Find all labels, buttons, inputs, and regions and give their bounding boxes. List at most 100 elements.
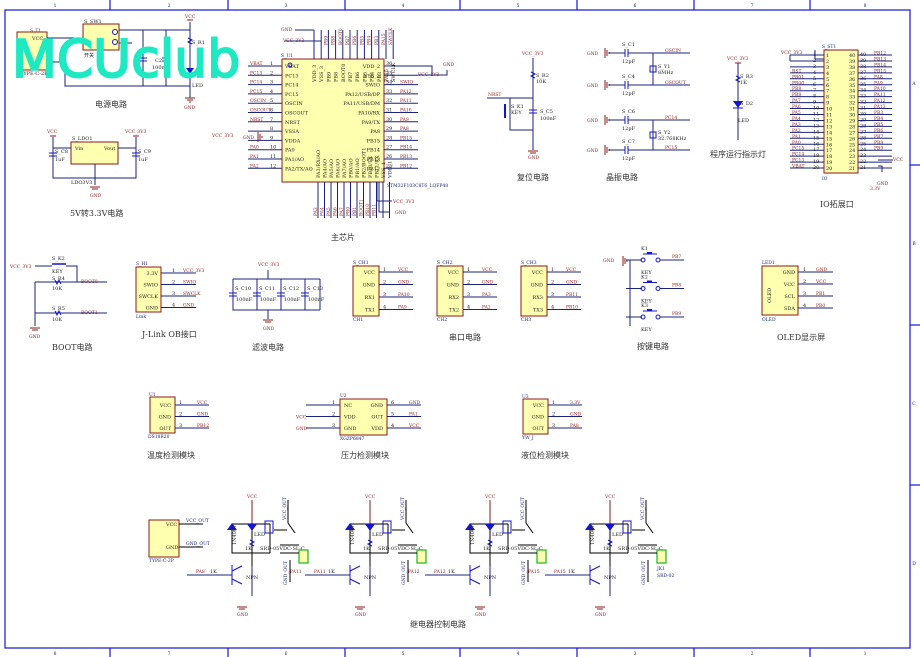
io-header-ref: S_ST1 [822, 44, 836, 50]
mcu-pin-number: 36 [386, 61, 392, 67]
power-switch-ref: S_SW1 [84, 19, 102, 25]
mcu-pin-net: PB4 [367, 36, 373, 45]
key-ref: K3 [641, 303, 648, 309]
io-pin-inner-number: 27 [849, 130, 855, 136]
zone-label-bottom: 7 [168, 651, 171, 657]
io-pin-number: 10 [813, 106, 819, 112]
reset-circuit: VCC_3V3 S_R2 10K NRST S_K1 KEY S_C5 100n… [487, 51, 557, 182]
power-switch-label: 开关 [84, 52, 94, 59]
npn-transistor-icon [589, 565, 601, 585]
mcu-bottom-gnd-net: GND [395, 210, 407, 216]
key-contact-icon [655, 286, 661, 291]
key-contact-icon [640, 314, 646, 320]
mcu-pin-net: SWCLK [388, 27, 394, 45]
mcu-pin-number: 29 [386, 126, 392, 132]
uart-pin-name: TX1 [365, 308, 375, 314]
zone-label-right: D [912, 561, 916, 567]
oled-ref: LED1 [762, 260, 775, 266]
io-pin-inner-number: 25 [849, 142, 855, 148]
filter-caption: 滤波电路 [252, 342, 284, 352]
mcu-pin-net: PA6 [333, 207, 339, 216]
npn-transistor-icon [469, 565, 481, 585]
mcu-pin-net: PB3 [374, 36, 380, 45]
ldo-cout-value: 1uF [138, 157, 148, 163]
relay-contact-wire [274, 500, 296, 534]
relay-base-resistor: 1K [568, 569, 575, 575]
relay-gnd-net: GND [475, 612, 487, 618]
io-left-net: PA2 [792, 128, 801, 134]
mcu-pin-net: PB13 [400, 154, 412, 160]
relay-vcc-net: VCC [604, 494, 616, 500]
oled-pin-net: PB0 [816, 303, 825, 309]
io-left-net: PA5 [792, 110, 801, 116]
filter-gnd-net: GND [263, 326, 275, 332]
relay-terminal-ref: JK1 [656, 566, 665, 572]
io-pin-number: 13 [813, 123, 819, 129]
module-pin-net: 3.3V [570, 400, 581, 406]
resistor-icon [606, 539, 614, 547]
mcu-pin-name: PA2/TX/AO [285, 166, 313, 172]
module-pin-number: 1 [552, 400, 555, 406]
level-module-body [522, 398, 549, 435]
oled-pin-number: 1 [803, 267, 806, 273]
mcu-pin-name: PB4 [370, 72, 376, 82]
mcu-pin-name: PB9 [326, 72, 332, 82]
jlink-pin-name: 3.3V [146, 271, 158, 277]
uart-pin-name: VCC [447, 270, 459, 276]
io-pin-inner-number: 6 [826, 83, 829, 89]
mcu-pin-name: PB12 [367, 166, 380, 172]
mcu-pin-net: PB7 [345, 36, 351, 45]
relay-transistor-label: NPN [604, 575, 617, 581]
crystal-caption: 晶振电路 [606, 172, 638, 182]
io-3v3-net: 3.3V [870, 186, 881, 192]
io-right-net: PA13 [874, 104, 886, 110]
power-connector-ref: S_T1 [30, 28, 41, 34]
relay-terminal-block [536, 549, 547, 564]
io-pin-inner-number: 9 [826, 101, 829, 107]
power-connector-type: TYPE-C-2P [20, 71, 48, 77]
mcu-pin-net: OSCOUT [250, 108, 271, 114]
mcu-pin-net: PC14 [250, 80, 262, 86]
relay-gnd-out-net: GND_OUT [283, 561, 289, 585]
jlink-pin-net: SWCLK [183, 291, 201, 297]
boot-caption: BOOT电路 [52, 342, 92, 352]
diode-label: 1N4007 [350, 525, 356, 545]
mcu-pin-name: VDD_2 [362, 64, 380, 70]
io-pin-inner-number: 17 [826, 148, 832, 154]
io-pin-inner-number: 39 [849, 59, 855, 65]
sheet-frame [4, 0, 920, 657]
io-right-net: PB4 [874, 116, 883, 122]
relay-coil-icon [382, 520, 392, 534]
mcu-pin-net: PB9 [323, 36, 329, 45]
module-pin-name: GND [532, 415, 544, 421]
relay-vcc-out-net: VCC_OUT [520, 497, 526, 521]
temp-part: DS18B20 [148, 434, 170, 440]
zone-label-bottom: 3 [634, 651, 637, 657]
uart-pin-number: 1 [383, 267, 386, 273]
io-pin-inner-number: 12 [826, 118, 832, 124]
io-pin-number: 14 [813, 129, 819, 135]
relay-caption: 继电器控制电路 [410, 619, 466, 629]
io-pin-inner-number: 23 [849, 154, 855, 160]
relay-output-wire [398, 544, 417, 582]
io-pin-inner-number: 22 [849, 160, 855, 166]
ldo-caption: 5V转3.3V电路 [70, 208, 123, 218]
io-pin-number: 21 [860, 165, 866, 171]
uart-pin-name: RX2 [448, 295, 459, 301]
typec-connector-body [16, 31, 48, 71]
mcu-pin-name: PB13 [367, 157, 380, 163]
key-contact-icon [640, 286, 646, 291]
module-pin-number: 4 [391, 423, 394, 429]
crystal-cap-ref: S_C6 [622, 109, 635, 115]
ldo-pin-vout: Vout [103, 146, 115, 152]
io-left-net: PA0 [792, 140, 801, 146]
filter-cap-value: 100nF [284, 297, 301, 303]
uart-port-part: CH1 [353, 317, 363, 323]
io-pin-inner-number: 32 [849, 101, 855, 107]
relay-led-label: LED [254, 532, 265, 538]
mcu-pin-name: PA5/AO [329, 159, 335, 178]
ldo-vout-net: VCC_3V3 [124, 129, 146, 135]
io-right-net: PA11 [874, 92, 886, 98]
